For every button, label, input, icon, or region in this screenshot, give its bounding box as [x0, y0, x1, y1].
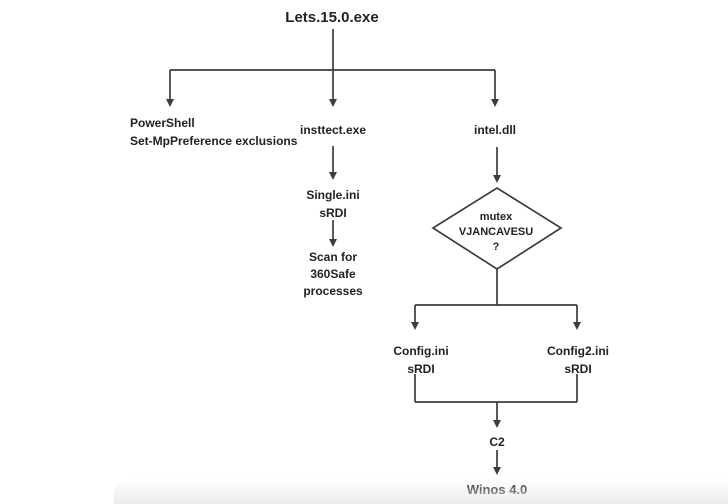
config2-ini-line1: Config2.ini: [547, 344, 609, 358]
node-c2: C2: [489, 433, 504, 451]
mutex-line2: VJANCAVESU: [458, 226, 534, 238]
config2-ini-line2: sRDI: [564, 362, 592, 376]
scan-line3: processes: [303, 284, 363, 298]
c2-label: C2: [489, 435, 505, 449]
node-root-title: Lets.15.0.exe: [285, 8, 378, 27]
node-scan-360safe: Scan for 360Safe processes: [303, 249, 362, 300]
node-config-ini: Config.ini sRDI: [393, 342, 448, 378]
node-intel: intel.dll: [474, 121, 516, 139]
single-ini-line1: Single.ini: [306, 188, 360, 202]
powershell-line2: Set-MpPreference exclusions: [130, 134, 298, 148]
single-ini-line2: sRDI: [319, 206, 347, 220]
winos-label: Winos 4.0: [466, 482, 528, 497]
node-config2-ini: Config2.ini sRDI: [547, 342, 609, 378]
config-ini-line1: Config.ini: [393, 344, 449, 358]
mutex-line1: mutex: [479, 211, 513, 223]
intel-label: intel.dll: [474, 123, 516, 137]
node-powershell: PowerShell Set-MpPreference exclusions: [130, 114, 297, 150]
root-exe-label: Lets.15.0.exe: [285, 9, 379, 26]
node-winos: Winos 4.0: [467, 481, 528, 499]
insttect-label: insttect.exe: [299, 123, 367, 137]
node-mutex-decision: mutex VJANCAVESU ?: [459, 210, 533, 255]
scan-line1: Scan for: [308, 250, 357, 264]
node-single-ini: Single.ini sRDI: [306, 186, 359, 222]
scan-line2: 360Safe: [310, 267, 356, 281]
config-ini-line2: sRDI: [407, 362, 435, 376]
node-insttect: insttect.exe: [300, 121, 366, 139]
powershell-line1: PowerShell: [130, 116, 195, 130]
mutex-line3: ?: [492, 241, 500, 253]
